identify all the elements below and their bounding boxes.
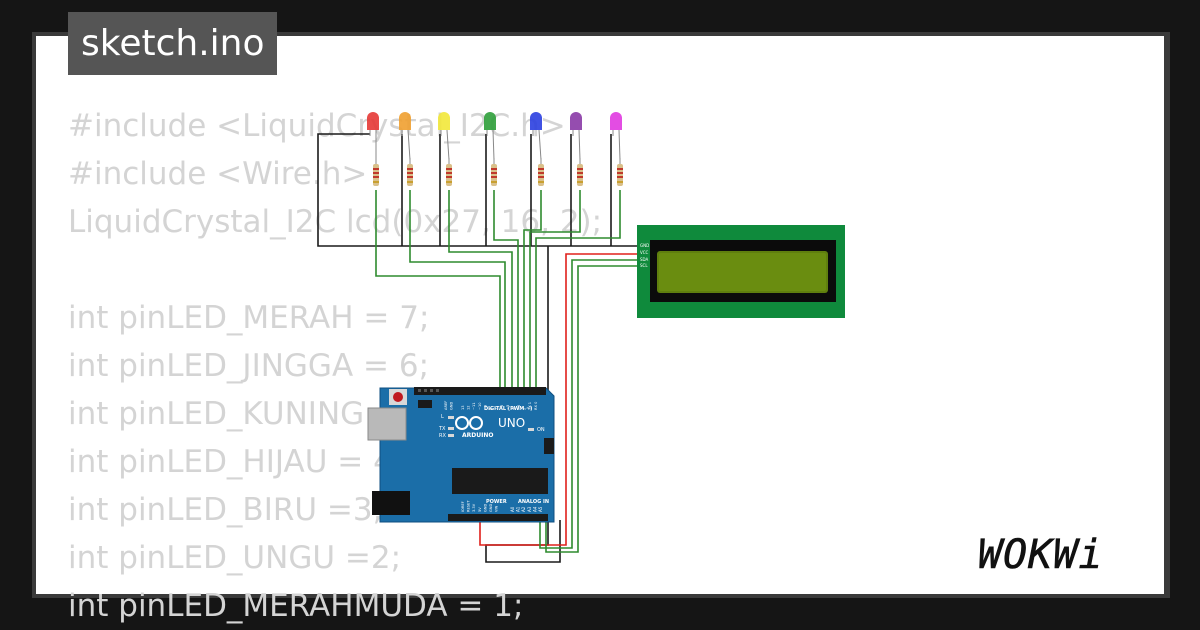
pin-label: ~10 [478,402,482,410]
pin-label: GND [450,402,454,410]
wire-led2-signal[interactable] [409,190,506,392]
usb-port [367,407,407,441]
code-line: int pinLED_KUNING = 5; [68,396,441,432]
pin-label: A0 [510,506,515,512]
power-jack [372,491,410,515]
pin-label: 4 [511,407,515,410]
digital-header [414,387,546,395]
wire-lcd-vcc[interactable] [479,253,638,546]
led-label-tx: TX [438,426,446,432]
power-analog-header [448,514,548,521]
pin-label: VIN [495,505,499,512]
pin-label: A5 [538,506,543,512]
led-label-rx: RX [439,433,446,439]
code-line: int pinLED_MERAH = 7; [68,300,430,336]
code-line: #include <LiquidCrystal_I2C.h> [68,108,566,144]
code-line: #include <Wire.h> [68,156,368,192]
led-2[interactable] [399,112,411,161]
on-label: ON [537,427,545,433]
arduino-brand: ARDUINO [462,432,493,439]
led-4[interactable] [484,112,496,161]
pin-label: ~6 [500,404,504,410]
pin-label: 13 [461,405,465,410]
lcd-pin-sda: SDA [640,257,649,262]
led-6[interactable] [570,112,582,161]
pin-label: GND [489,504,493,512]
led-1[interactable] [367,112,379,160]
pin-label: A3 [527,506,532,512]
resistor-5[interactable] [538,158,544,186]
pin-label: IOREF [461,501,465,512]
pin-label: A1 [516,506,521,512]
pin-label: 12 [467,405,471,410]
wire-led4-signal[interactable] [493,190,519,392]
resistor-4[interactable] [491,158,497,186]
wokwi-logo-text: WOKWi [978,532,1103,578]
led-5[interactable] [530,112,542,161]
pin-label: GND [483,504,487,512]
wokwi-logo-mark: WOKWi [978,532,1103,579]
pin-label: 2 [523,408,527,410]
resistor-3[interactable] [446,158,452,186]
lcd-screen [659,253,826,291]
arduino-model: UNO [498,416,525,430]
resistor-1[interactable] [373,158,379,186]
pin-label: ~5 [506,405,510,410]
pin-label: ~11 [472,402,476,410]
pin-label: 7 [495,408,499,410]
lcd-pin-vcc: VCC [640,250,649,255]
atmega-chip [452,468,548,494]
led-3[interactable] [438,112,450,161]
pin-label: AREF [444,401,448,410]
pin-label: RX 0 [534,401,538,410]
digital-label: DIGITAL (PWM ~) [484,406,532,412]
preview-card: #include <LiquidCrystal_I2C.h> #include <… [36,36,1164,624]
wire-led7-signal[interactable] [535,190,621,392]
led-label-l: L [441,414,444,420]
resistor-2[interactable] [407,158,413,186]
arduino-uno[interactable]: ARDUINO UNO DIGITAL (PWM ~) POWER ANALOG… [367,387,555,523]
code-line: int pinLED_UNGU =2; [68,540,402,576]
lcd-pin-scl: SCL [640,263,648,268]
analog-label: ANALOG IN [518,499,549,505]
code-line: int pinLED_MERAHMUDA = 1; [68,588,524,624]
wire-led5-signal[interactable] [523,190,542,392]
pin-label: 5V [478,507,482,512]
wokwi-logo[interactable]: WOKWi [976,528,1152,582]
power-label: POWER [486,499,507,505]
pin-label: ~3 [517,405,521,410]
resistor-7[interactable] [617,158,623,186]
led-row [367,112,623,186]
pin-label: ~9 [483,404,487,410]
arduino-logo [455,416,483,430]
wire-gnd-bus[interactable] [317,133,638,247]
lcd-pin-gnd: GND [640,243,649,248]
code-line: int pinLED_BIRU =3; [68,492,384,528]
wire-led3-signal[interactable] [448,190,513,392]
pin-label: A4 [532,506,537,512]
pin-label: TX 1 [528,402,532,411]
wire-led6-signal[interactable] [529,190,581,392]
led-7[interactable] [610,112,622,161]
resistor-6[interactable] [577,158,583,186]
pin-label: RESET [467,500,471,512]
pin-label: 8 [489,407,493,410]
filename-tab[interactable]: sketch.ino [68,12,278,75]
code-background: #include <LiquidCrystal_I2C.h> #include <… [68,102,602,630]
wire-lcd-sda[interactable] [539,259,638,549]
wire-lcd-scl[interactable] [545,265,638,553]
pin-label: A2 [521,506,526,512]
wire-led1-signal[interactable] [375,190,501,392]
pin-label: 3.3V [472,503,476,512]
code-line: int pinLED_JINGGA = 6; [68,348,430,384]
lcd-module[interactable]: GND VCC SDA SCL [637,225,845,318]
